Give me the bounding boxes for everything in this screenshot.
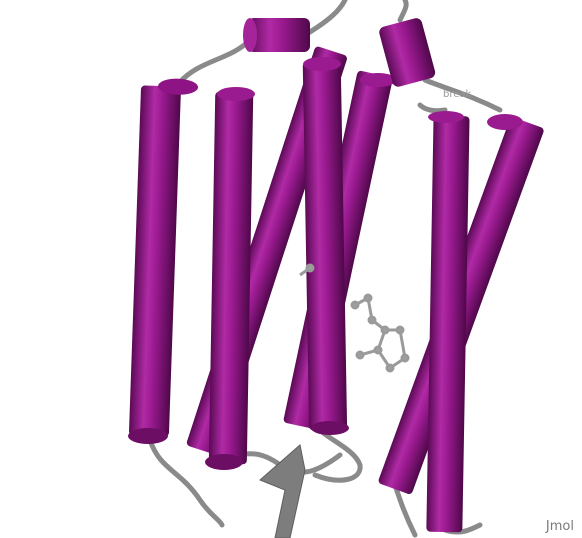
helix-group [128,18,544,533]
helix-7 [426,111,470,533]
coil-bottom-center-2 [312,427,363,483]
coil-top-center [302,0,348,38]
helix-short-top [243,18,310,52]
beta-strand [259,444,306,538]
jmol-watermark: Jmol [545,519,574,534]
coil-right-upper [422,77,503,113]
coil-top-right [397,0,409,23]
coil-right-break [417,102,448,114]
helix-3 [205,87,255,470]
coil-top-left [177,37,253,85]
coil-bottom-left [147,437,225,528]
helix-1 [128,78,199,444]
helix-5 [302,57,349,435]
helix-short-right [379,18,436,87]
chain-break-label: break [443,89,472,100]
ligand [299,263,410,373]
